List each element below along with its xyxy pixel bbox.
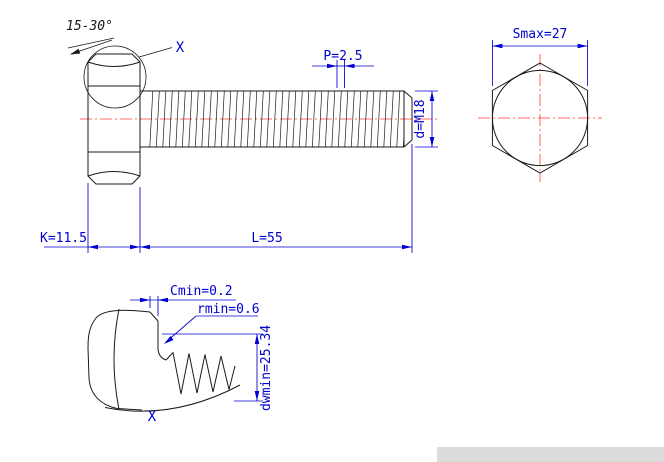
detail-x-leader xyxy=(138,47,173,58)
pitch-label: P=2.5 xyxy=(323,49,362,64)
detail-x-label-detail: X xyxy=(148,409,157,425)
dim-fillet-radius: rmin=0.6 xyxy=(164,302,260,344)
head-chamfer-arc-bottom xyxy=(87,171,141,177)
chamfer-circle xyxy=(491,69,589,167)
fillet-radius-label: rmin=0.6 xyxy=(197,302,260,317)
dim-d-arrow-top xyxy=(429,91,435,101)
length-label: L=55 xyxy=(251,231,282,246)
angle-reference-line xyxy=(67,37,115,49)
detail-chamfer-line xyxy=(149,311,159,322)
dim-l-arrow-right xyxy=(402,244,412,250)
dim-d-arrow-bottom xyxy=(429,137,435,147)
dim-pitch-arrow-left xyxy=(327,63,337,69)
hexagon-outline xyxy=(491,62,589,174)
dimensions: P=2.5 d=M18 K=11.5 L=55 xyxy=(40,27,589,411)
dim-chamfer: Cmin=0.2 xyxy=(130,284,236,316)
angle-arrowhead xyxy=(70,48,81,55)
dim-dw-arrow-top xyxy=(254,334,260,344)
head-height-label: K=11.5 xyxy=(40,231,87,246)
end-chamfer-top xyxy=(403,90,413,99)
detail-fillet-arc xyxy=(157,349,167,361)
dim-s-arrow-right xyxy=(577,43,588,49)
dim-s-arrow-left xyxy=(492,43,503,49)
detail-x-circle xyxy=(83,45,147,109)
dim-dw-arrow-bottom xyxy=(254,391,260,401)
thread-hatch-area xyxy=(148,91,404,147)
head-chamfer-arc-top xyxy=(87,61,141,67)
detail-head-facet-arc xyxy=(113,308,120,410)
dim-r-arrowhead xyxy=(164,336,174,344)
dim-l-arrow-left xyxy=(140,244,150,250)
dim-c-arrow-left xyxy=(140,297,150,303)
bolt-end-view xyxy=(491,62,589,174)
dim-washer-face: dwmin=25.34 xyxy=(162,325,274,411)
dim-pitch: P=2.5 xyxy=(312,49,374,88)
dim-thread-diameter: d=M18 xyxy=(413,90,438,148)
detail-x-view xyxy=(87,308,241,412)
detail-x-label-main: X xyxy=(176,40,185,56)
dim-head-height-and-length: K=11.5 L=55 xyxy=(40,144,413,253)
dim-k-arrow-right xyxy=(130,244,140,250)
across-flats-label: Smax=27 xyxy=(513,27,568,42)
detail-thread-profile xyxy=(165,351,236,395)
bolt-side-view xyxy=(67,37,413,185)
dim-across-flats: Smax=27 xyxy=(491,27,589,86)
detail-break-arc xyxy=(104,384,241,412)
dim-k-arrow-left xyxy=(88,244,98,250)
statusbar-fragment xyxy=(437,447,664,462)
chamfer-label: Cmin=0.2 xyxy=(170,284,233,299)
washer-face-label: dwmin=25.34 xyxy=(259,325,274,411)
hex-head-outline xyxy=(87,53,141,185)
dim-c-arrow-right xyxy=(158,297,168,303)
chamfer-angle-note: 15-30° xyxy=(66,19,113,34)
thread-diameter-label: d=M18 xyxy=(413,99,428,138)
dim-pitch-arrow-right xyxy=(344,63,355,69)
detail-head-outline xyxy=(87,309,151,411)
end-chamfer-bottom xyxy=(403,139,413,148)
